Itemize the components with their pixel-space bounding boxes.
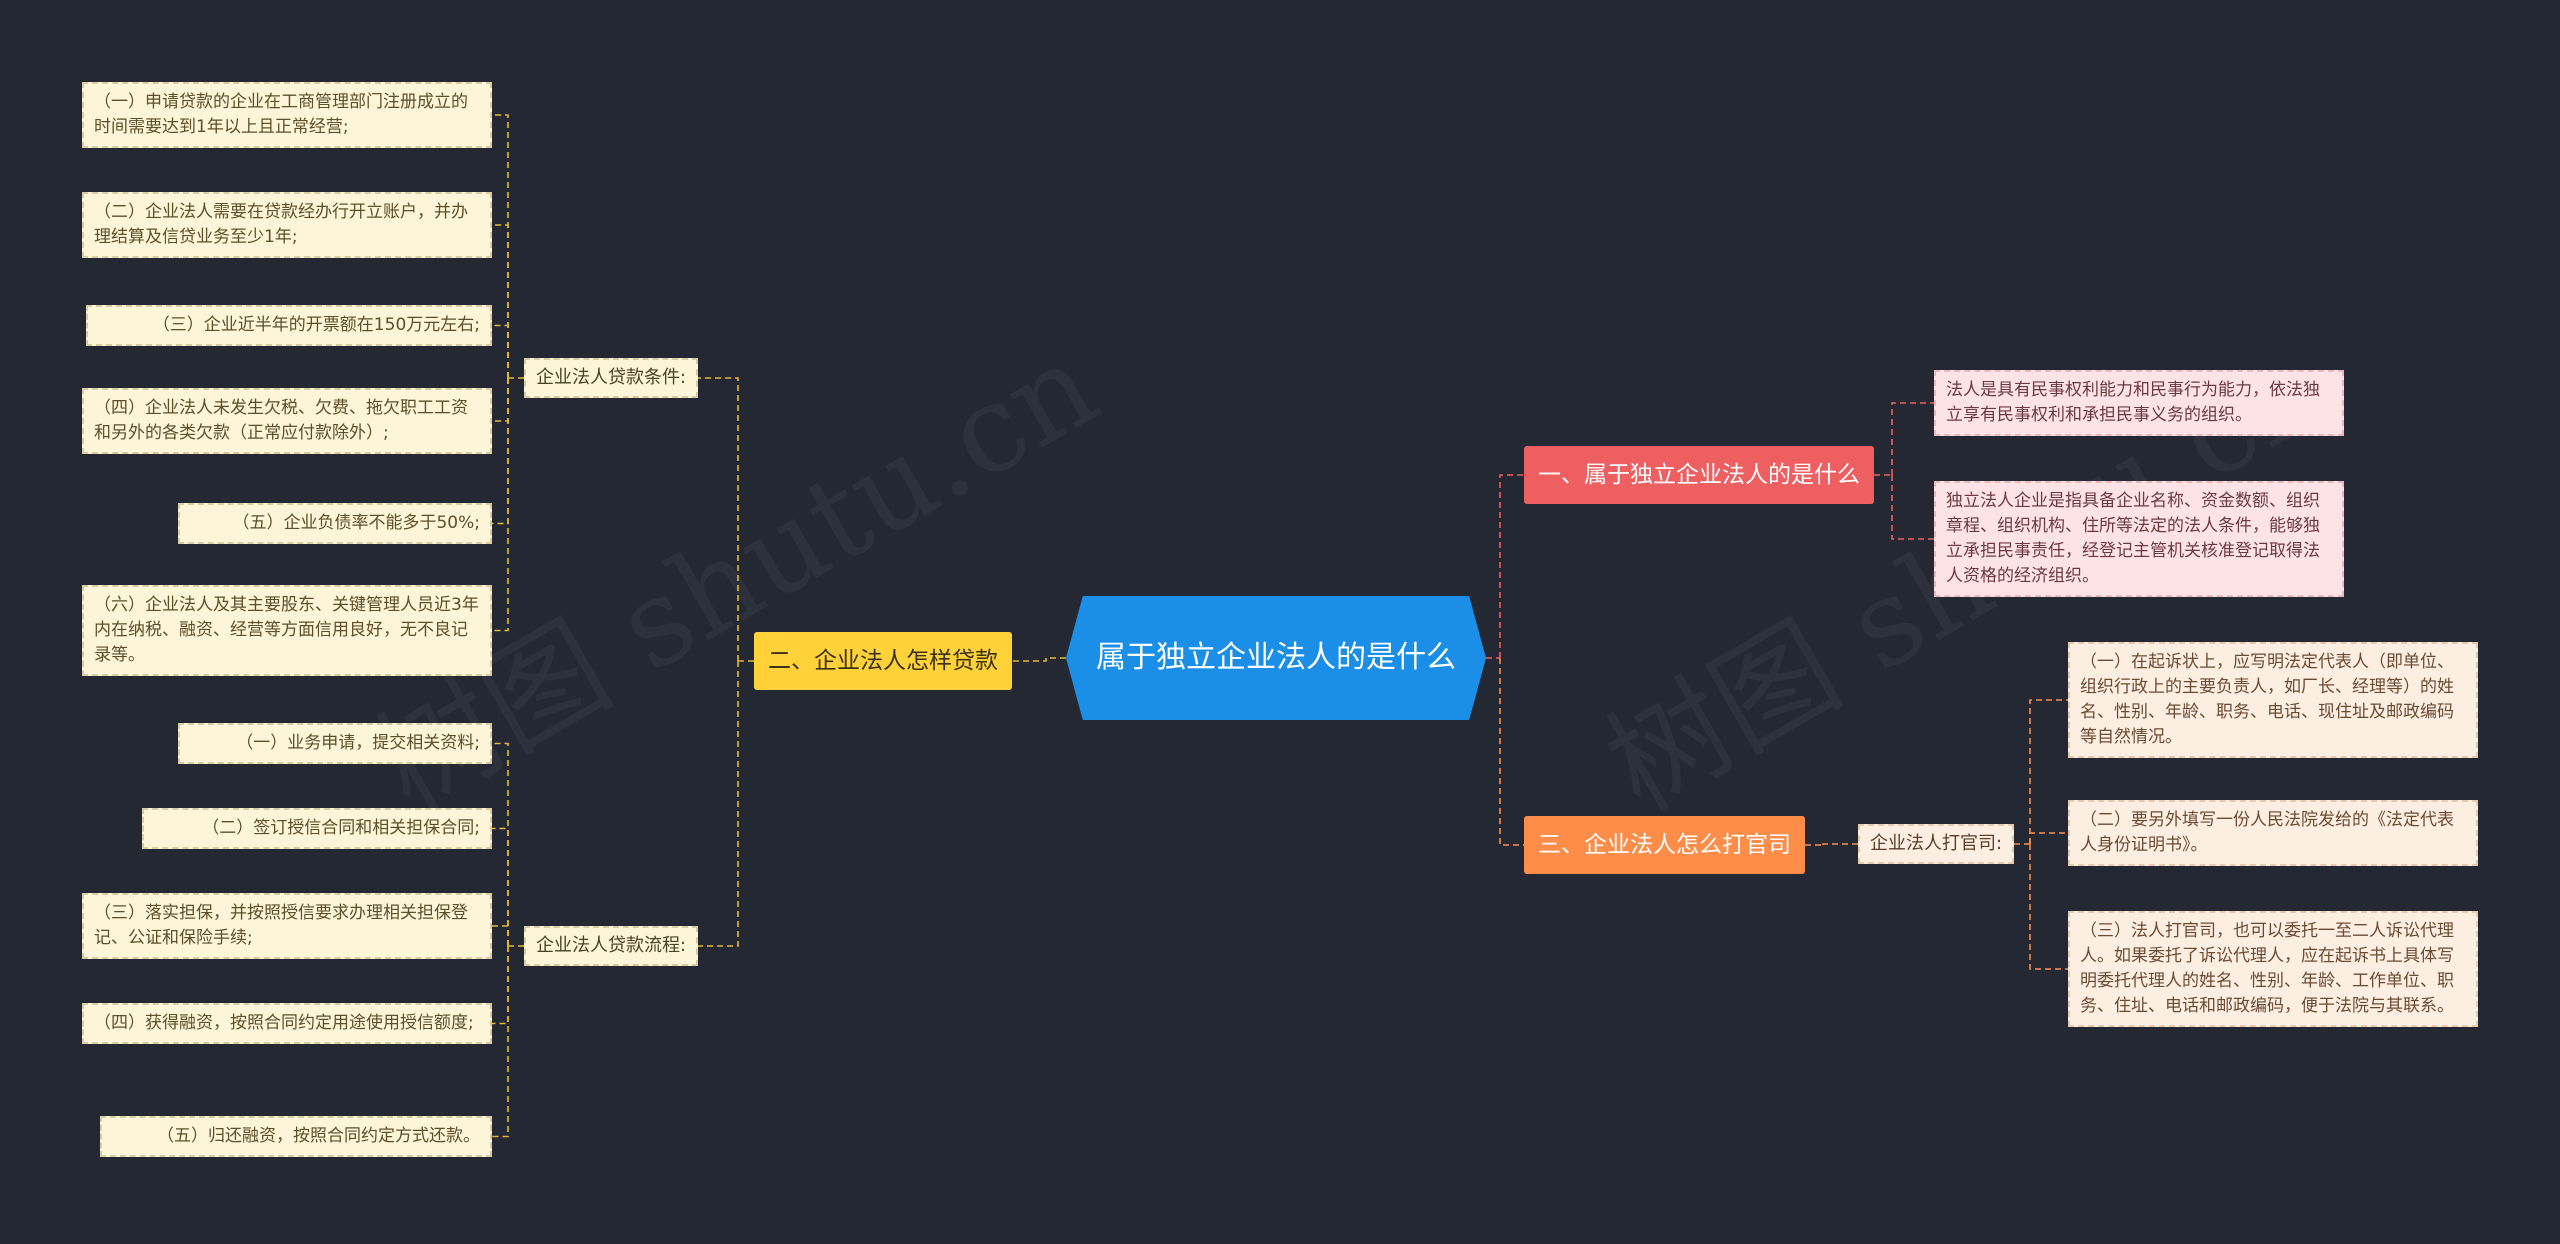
connector-conditions (492, 224, 509, 378)
branch-label: 一、属于独立企业法人的是什么 (1538, 462, 1860, 488)
sub-lawsuit[interactable]: 企业法人打官司: (1858, 824, 2015, 864)
leaf-condition-5[interactable]: （五）企业负债率不能多于50%; (178, 503, 492, 544)
branch-label: 三、企业法人怎么打官司 (1538, 832, 1791, 858)
connector-root-branch3 (1499, 658, 1524, 846)
leaf-lawsuit-3[interactable]: （三）法人打官司，也可以委托一至二人诉讼代理人。如果委托了诉讼代理人，应在起诉书… (2068, 911, 2478, 1027)
connector-process (492, 827, 509, 946)
connector-branch1-leaves (1891, 475, 1934, 540)
leaf-condition-3[interactable]: （三）企业近半年的开票额在150万元左右; (86, 305, 492, 346)
connector-root-branch1 (1499, 474, 1524, 658)
connector-branch1-leaves (1891, 402, 1934, 475)
root-topic-label: 属于独立企业法人的是什么 (1096, 640, 1456, 675)
connector-process (492, 925, 509, 946)
leaf-process-3[interactable]: （三）落实担保，并按照授信要求办理相关担保登记、公证和保险手续; (82, 893, 492, 959)
leaf-condition-2[interactable]: （二）企业法人需要在贷款经办行开立账户，并办理结算及信贷业务至少1年; (82, 192, 492, 258)
sub-label: 企业法人打官司: (1870, 833, 2003, 854)
connector-lawsuit-leaves (2029, 844, 2068, 970)
connector-conditions (492, 324, 509, 378)
connector-process (492, 946, 509, 1138)
connector-root-branch2 (1012, 658, 1047, 662)
connector-lawsuit-leaves (2029, 832, 2068, 844)
leaf-condition-6[interactable]: （六）企业法人及其主要股东、关键管理人员近3年内在纳税、融资、经营等方面信用良好… (82, 585, 492, 676)
leaf-process-1[interactable]: （一）业务申请，提交相关资料; (178, 723, 492, 764)
connector-conditions (492, 378, 509, 525)
branch-label: 二、企业法人怎样贷款 (768, 648, 998, 674)
connector-conditions (492, 378, 509, 632)
connector-branch3-sub (1822, 843, 1858, 845)
leaf-condition-4[interactable]: （四）企业法人未发生欠税、欠费、拖欠职工工资和另外的各类欠款（正常应付款除外）; (82, 388, 492, 454)
leaf-process-5[interactable]: （五）归还融资，按照合同约定方式还款。 (100, 1116, 492, 1157)
connector-branch2-subs (698, 661, 739, 947)
leaf-independent-entity-definition[interactable]: 独立法人企业是指具备企业名称、资金数额、组织章程、组织机构、住所等法定的法人条件… (1934, 481, 2344, 597)
root-topic[interactable]: 属于独立企业法人的是什么 (1066, 596, 1486, 720)
leaf-process-2[interactable]: （二）签订授信合同和相关担保合同; (142, 808, 492, 849)
branch-how-to-sue[interactable]: 三、企业法人怎么打官司 (1524, 816, 1805, 874)
branch-how-to-get-loan[interactable]: 二、企业法人怎样贷款 (754, 632, 1012, 690)
leaf-lawsuit-2[interactable]: （二）要另外填写一份人民法院发给的《法定代表人身份证明书》。 (2068, 800, 2478, 866)
connector-lawsuit-leaves (2029, 699, 2068, 844)
connector-branch2-subs (698, 377, 739, 661)
connector-process (492, 742, 509, 946)
sub-label: 企业法人贷款流程: (536, 935, 687, 956)
sub-loan-process[interactable]: 企业法人贷款流程: (524, 926, 699, 966)
leaf-process-4[interactable]: （四）获得融资，按照合同约定用途使用授信额度; (82, 1003, 492, 1044)
leaf-legal-person-definition[interactable]: 法人是具有民事权利能力和民事行为能力，依法独立享有民事权利和承担民事义务的组织。 (1934, 370, 2344, 436)
sub-label: 企业法人贷款条件: (536, 367, 687, 388)
leaf-lawsuit-1[interactable]: （一）在起诉状上，应写明法定代表人（即单位、组织行政上的主要负责人，如厂长、经理… (2068, 642, 2478, 758)
connector-conditions (492, 378, 509, 422)
sub-loan-conditions[interactable]: 企业法人贷款条件: (524, 358, 699, 398)
connector-process (492, 946, 509, 1025)
connector-conditions (492, 114, 509, 378)
leaf-condition-1[interactable]: （一）申请贷款的企业在工商管理部门注册成立的时间需要达到1年以上且正常经营; (82, 82, 492, 148)
branch-what-is-independent-legal-entity[interactable]: 一、属于独立企业法人的是什么 (1524, 446, 1874, 504)
